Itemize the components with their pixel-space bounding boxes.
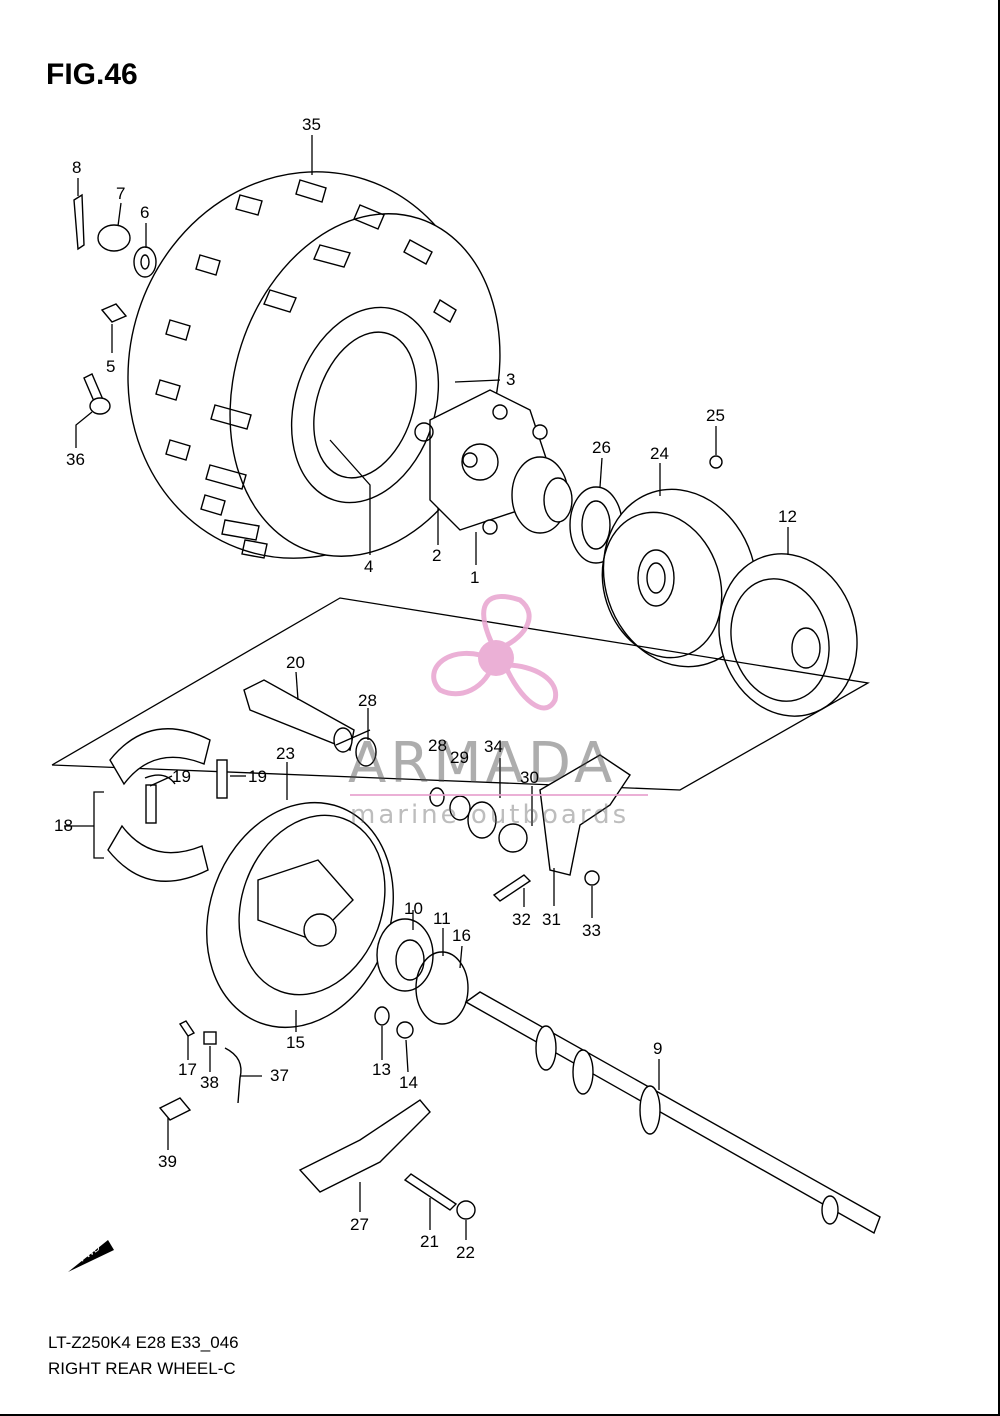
callout-35: 35: [302, 115, 321, 134]
callout-18: 18: [54, 816, 73, 835]
tire: [127, 171, 501, 559]
callout-37: 37: [270, 1066, 289, 1085]
callout-30: 30: [520, 768, 539, 787]
stud-bolt: [403, 1173, 458, 1211]
callout-21: 21: [420, 1232, 439, 1251]
callout-33: 33: [582, 921, 601, 940]
castle-nut: [97, 224, 131, 252]
callout-22: 22: [456, 1243, 475, 1262]
callout-labels: 35 8 7 6 5 36 3 25 26 24 12 4 2 1 20 28 …: [54, 115, 797, 1262]
callout-6: 6: [140, 203, 149, 222]
callout-32: 32: [512, 910, 531, 929]
callout-19a: 19: [172, 767, 191, 786]
callout-5: 5: [106, 357, 115, 376]
callout-7: 7: [116, 184, 125, 203]
callout-28b: 28: [428, 736, 447, 755]
hose: [224, 1047, 242, 1104]
callout-36: 36: [66, 450, 85, 469]
propeller-logo: [431, 594, 559, 711]
washer: [133, 246, 157, 278]
figure-title: FIG.46: [46, 58, 138, 91]
callout-28a: 28: [358, 691, 377, 710]
callout-24: 24: [650, 444, 669, 463]
callout-31: 31: [542, 910, 561, 929]
callout-16: 16: [452, 926, 471, 945]
nut-22: [456, 1200, 476, 1220]
callout-27: 27: [350, 1215, 369, 1234]
pin: [178, 1020, 196, 1037]
cotter-pin: [73, 193, 85, 251]
callout-15: 15: [286, 1033, 305, 1052]
callout-29: 29: [450, 748, 469, 767]
callout-4: 4: [364, 557, 373, 576]
callout-11: 11: [433, 909, 451, 928]
wheel-hub: [414, 389, 573, 535]
brake-panel: [206, 801, 394, 1029]
callout-14: 14: [399, 1073, 418, 1092]
callout-20: 20: [286, 653, 305, 672]
callout-10: 10: [404, 899, 423, 918]
figure-caption: RIGHT REAR WHEEL-C: [48, 1359, 236, 1378]
callout-9: 9: [653, 1039, 662, 1058]
washer-13: [374, 1006, 390, 1026]
clip: [203, 1031, 217, 1045]
callout-19b: 19: [248, 767, 267, 786]
model-code: LT-Z250K4 E28 E33_046: [48, 1333, 239, 1352]
callout-2: 2: [432, 546, 441, 565]
bolt-14: [396, 1021, 414, 1039]
brake-camshaft: [243, 679, 355, 753]
clamp: [158, 1097, 192, 1121]
bolt-25: [709, 455, 723, 469]
brake-arm-bracket: [298, 1099, 431, 1193]
callout-39: 39: [158, 1152, 177, 1171]
callout-38: 38: [200, 1073, 219, 1092]
circlip: [415, 951, 469, 1025]
svg-text:marine outboards: marine outboards: [350, 800, 629, 830]
callout-23: 23: [276, 744, 295, 763]
callout-13: 13: [372, 1060, 391, 1079]
callout-25: 25: [706, 406, 725, 425]
rear-axle: [464, 991, 881, 1235]
watermark: ARMADA marine outboards: [348, 594, 648, 830]
wheel-nut: [100, 303, 128, 323]
brake-shoes: [107, 728, 228, 882]
fwd-arrow: FWD: [68, 1240, 114, 1272]
callout-34: 34: [484, 737, 503, 756]
callout-1: 1: [470, 568, 479, 587]
callout-12: 12: [778, 507, 797, 526]
callout-8: 8: [72, 158, 81, 177]
svg-text:ARMADA: ARMADA: [348, 731, 616, 796]
callout-17: 17: [178, 1060, 197, 1079]
brake-lever-assembly: [355, 737, 631, 902]
callout-26: 26: [592, 438, 611, 457]
bearing: [376, 918, 434, 992]
figure-footer: LT-Z250K4 E28 E33_046 RIGHT REAR WHEEL-C: [48, 1330, 239, 1382]
callout-3: 3: [506, 370, 515, 389]
